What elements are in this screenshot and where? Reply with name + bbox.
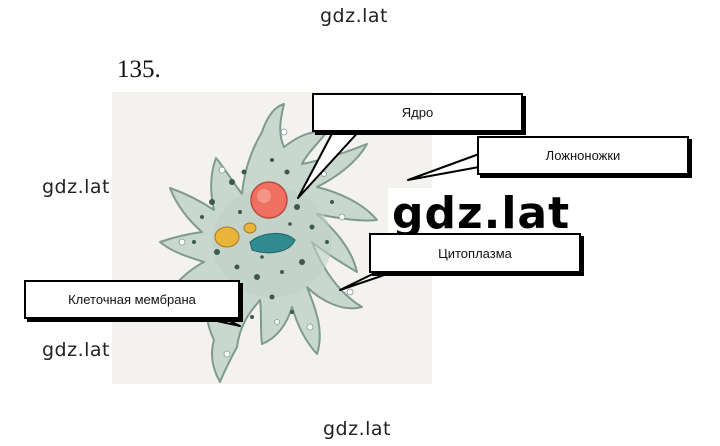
- nucleus-highlight: [257, 189, 271, 203]
- vacuole-yellow-large: [214, 226, 240, 248]
- label-cell-membrane-text: Клеточная мембрана: [68, 292, 196, 307]
- label-cytoplasm: Цитоплазма: [369, 233, 581, 273]
- label-pseudopodia: Ложноножки: [477, 136, 689, 175]
- exercise-number: 135.: [117, 56, 161, 83]
- label-pseudopodia-text: Ложноножки: [545, 148, 621, 163]
- watermark-left-lower: gdz.lat: [42, 339, 111, 361]
- watermark-left-upper: gdz.lat: [42, 176, 111, 198]
- watermark-large: gdz.lat: [388, 188, 575, 240]
- label-nucleus-text: Ядро: [401, 105, 434, 120]
- label-nucleus: Ядро: [312, 93, 523, 132]
- vacuole-yellow-small: [243, 222, 257, 234]
- watermark-bottom: gdz.lat: [323, 418, 392, 440]
- watermark-top: gdz.lat: [320, 5, 389, 27]
- vacuole-blue: [249, 233, 296, 254]
- label-cytoplasm-text: Цитоплазма: [438, 245, 512, 261]
- label-cell-membrane: Клеточная мембрана: [24, 280, 240, 319]
